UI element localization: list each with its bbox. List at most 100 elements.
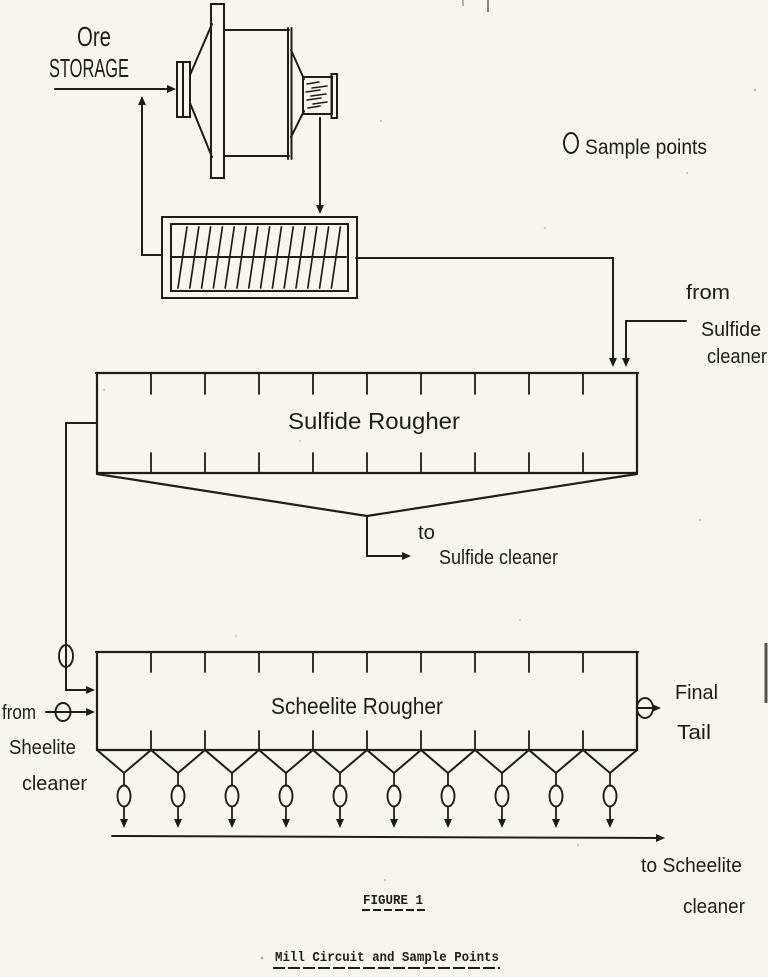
scan-artifacts: [102, 0, 768, 960]
to-sulfide-cleaner-arrowhead-icon: [402, 552, 411, 560]
spigot-arrowhead-icon: [606, 819, 614, 828]
spigot-arrowhead-icon: [552, 819, 560, 828]
spigot-cone: [447, 749, 476, 774]
to-scheelite-cleaner-label-1: to Scheelite: [641, 855, 742, 877]
scheelite-tail-sample-points: [116, 784, 618, 808]
sample-point-circle: [224, 784, 240, 808]
spigot-cone: [366, 749, 395, 774]
mill-discharge-arrowhead-icon: [316, 205, 324, 214]
from-sulfide-cleaner-label-1: from: [686, 282, 730, 304]
scheelite-concentrate-collect-line: [111, 835, 659, 839]
mill-discharge-cone-bottom: [290, 110, 305, 138]
sample-points: [54, 132, 654, 808]
spiral-flight: [295, 226, 306, 289]
spiral-flight: [200, 226, 212, 289]
spigot-arrowhead-icon: [174, 819, 182, 828]
spigot-arrowhead-icon: [444, 819, 452, 828]
ore-label: Ore: [77, 21, 111, 52]
to-scheelite-cleaner-label-2: cleaner: [683, 896, 745, 918]
sulfide-rougher-funnel: [95, 472, 639, 518]
spigot-cone: [312, 749, 341, 774]
from-sheelite-cleaner-label-3: cleaner: [22, 773, 87, 795]
spiral-flight: [224, 226, 236, 289]
to-sulfide-cleaner-label-1: to: [418, 522, 435, 544]
scheelite-rougher-label: Scheelite Rougher: [271, 693, 443, 719]
spigot-cone: [123, 749, 152, 774]
sulfide-cell-dividers: [150, 373, 584, 473]
from-sulfide-cleaner-line: [625, 320, 687, 361]
spiral-flight: [259, 226, 271, 289]
spigot-cone: [555, 749, 584, 774]
spigot-arrowhead-icon: [120, 819, 128, 828]
classifier-overflow-line: [355, 257, 614, 361]
scheelite-rougher: [94, 650, 640, 823]
spigot-cone: [501, 749, 530, 774]
spigot-arrowhead-icon: [390, 819, 398, 828]
spigot-cone: [177, 749, 206, 774]
spiral-flight: [247, 226, 259, 289]
spigot-cone: [474, 749, 503, 774]
figure-caption: FIGURE 1: [363, 894, 423, 909]
mill-end-flange: [330, 73, 338, 119]
from-sheelite-cleaner-label-1: from: [2, 702, 36, 724]
mill-discharge-cone-top: [290, 49, 305, 80]
spiral-flight: [306, 226, 318, 289]
classifier-overflow-arrowhead-icon: [609, 358, 617, 367]
sulfide-tail-arrowhead-icon: [86, 686, 95, 694]
mill-feed-cone-top: [189, 23, 213, 76]
spiral-flight: [283, 226, 295, 289]
legend-sample-point-icon: [563, 132, 579, 154]
figure-captions: FIGURE 1 Mill Circuit and Sample Points: [273, 894, 500, 969]
classifier-sands-return-line: [141, 97, 163, 256]
sulfide-rougher: [94, 371, 640, 518]
classifier-spiral-flights: [177, 226, 342, 289]
final-tail-label-2: Tail: [677, 722, 711, 744]
spiral-flight: [330, 226, 342, 289]
mill-feed-cone-bottom: [189, 102, 213, 158]
to-scheelite-cleaner-arrowhead-icon: [656, 834, 665, 842]
spiral-flight: [236, 226, 247, 289]
legend-label: Sample points: [585, 136, 707, 159]
spigot-cone: [420, 749, 449, 774]
from-sheelite-cleaner-arrowhead-icon: [86, 708, 95, 716]
sample-point-circle: [386, 784, 402, 808]
sheelite-cleaner-feed-sample-point-icon: [54, 702, 72, 722]
scheelite-cell-spigots: [96, 749, 638, 823]
classifier-inner-shell: [170, 223, 349, 292]
diagram-labels: Ore STORAGE Sample points from Sulfide c…: [2, 21, 767, 918]
mill-trommel-hatch: [305, 81, 328, 109]
spiral-flight: [188, 226, 200, 289]
spigot-cone: [528, 749, 557, 774]
from-sulfide-cleaner-arrowhead-icon: [622, 358, 630, 367]
sample-point-circle: [116, 784, 132, 808]
sample-point-circle: [602, 784, 618, 808]
spigot-cone: [393, 749, 422, 774]
sulfide-concentrate-line: [366, 515, 406, 557]
spiral-flight: [212, 226, 224, 289]
sample-point-circle: [440, 784, 456, 808]
sample-point-circle: [548, 784, 564, 808]
mill-feed-head-flange: [210, 3, 225, 179]
sample-point-circle: [278, 784, 294, 808]
spiral-flight: [177, 226, 188, 289]
figure-title: Mill Circuit and Sample Points: [275, 951, 499, 966]
sulfide-rougher-label: Sulfide Rougher: [288, 408, 460, 434]
scheelite-cell-dividers: [150, 652, 584, 750]
flow-lines: [45, 88, 687, 839]
screw-classifier: [161, 216, 358, 299]
final-tail-arrowhead-icon: [652, 704, 661, 712]
spigot-cone: [150, 749, 179, 774]
ore-feed-arrowhead-icon: [167, 85, 176, 93]
spigot-cone: [231, 749, 260, 774]
flow-arrowheads: [86, 85, 665, 842]
spigot-cone: [258, 749, 287, 774]
from-sheelite-cleaner-label-2: Sheelite: [9, 737, 76, 759]
sample-point-circle: [494, 784, 510, 808]
sulfide-tail-sample-point-icon: [58, 644, 74, 668]
ball-mill: [176, 3, 338, 179]
spigot-arrowhead-icon: [282, 819, 290, 828]
spigot-cone: [609, 749, 638, 774]
to-sulfide-cleaner-label-2: Sulfide cleaner: [439, 547, 558, 569]
